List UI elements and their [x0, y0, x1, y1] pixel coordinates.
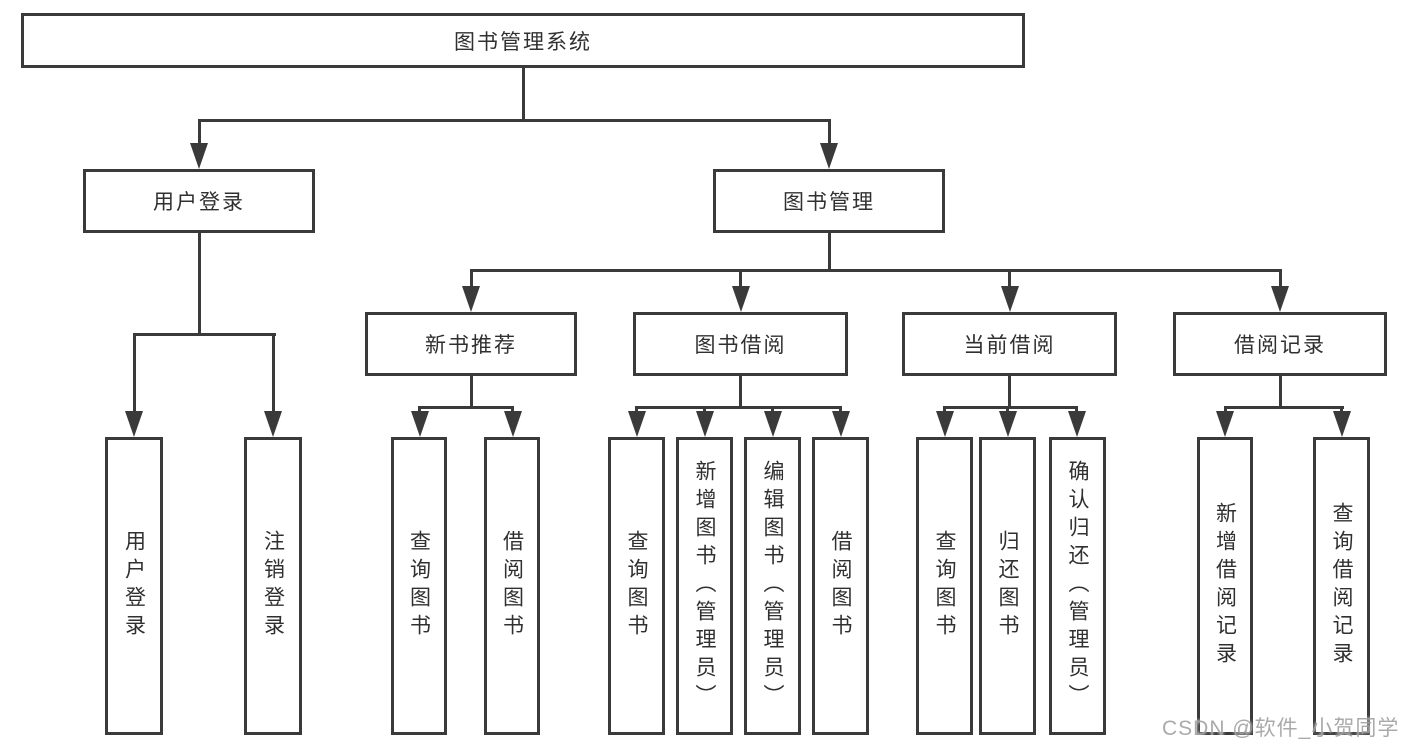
node-book-borrowing: 图书借阅: [633, 312, 848, 376]
leaf-add-book-admin: 新增图书（管理员）: [676, 437, 733, 735]
leaf-edit-book-admin: 编辑图书（管理员）: [744, 437, 801, 735]
connector-line: [1006, 406, 1009, 414]
leaf-logout: 注销登录: [244, 437, 302, 735]
arrowhead: [695, 411, 714, 437]
connector-line: [771, 406, 774, 414]
arrowhead: [1067, 411, 1086, 437]
leaf-label: 查询图书: [933, 530, 956, 642]
connector-line: [827, 233, 831, 272]
connector-line: [197, 233, 201, 336]
leaf-query-books-current: 查询图书: [916, 437, 973, 735]
arrowhead: [1216, 411, 1234, 437]
leaf-label: 编辑图书（管理员）: [761, 460, 784, 712]
arrowhead: [1271, 286, 1289, 312]
connector-line: [827, 119, 831, 145]
leaf-label: 查询图书: [407, 530, 431, 642]
connector-line: [1223, 406, 1227, 414]
connector-line: [197, 119, 831, 122]
leaf-user-login: 用户登录: [105, 437, 163, 735]
arrowhead: [935, 411, 954, 437]
connector-line: [635, 406, 842, 409]
leaf-label: 借阅图书: [500, 530, 524, 642]
arrowhead: [462, 286, 480, 312]
leaf-label: 新增图书（管理员）: [693, 460, 716, 712]
arrowhead: [820, 143, 838, 169]
node-new-book-recommendation: 新书推荐: [365, 312, 577, 376]
node-book-management: 图书管理: [713, 169, 945, 233]
leaf-label: 归还图书: [996, 530, 1019, 642]
arrowhead: [503, 411, 522, 437]
arrowhead: [831, 411, 850, 437]
leaf-query-books-borrowing: 查询图书: [608, 437, 665, 735]
connector-line: [1008, 269, 1011, 288]
node-library-management-system: 图书管理系统: [21, 13, 1025, 68]
connector-line: [418, 406, 514, 409]
leaf-query-books-recommend: 查询图书: [391, 437, 447, 735]
leaf-return-book: 归还图书: [979, 437, 1036, 735]
arrowhead: [763, 411, 782, 437]
arrowhead: [731, 286, 750, 312]
arrowhead: [627, 411, 646, 437]
connector-line: [635, 406, 638, 414]
arrowhead: [190, 143, 208, 169]
connector-line: [418, 406, 421, 414]
arrowhead: [1332, 411, 1351, 437]
connector-line: [943, 406, 946, 414]
leaf-confirm-return-admin: 确认归还（管理员）: [1049, 437, 1106, 735]
connector-line: [1278, 269, 1282, 288]
leaf-label: 借阅图书: [829, 530, 852, 642]
connector-line: [197, 119, 201, 145]
connector-line: [469, 269, 1282, 272]
connector-line: [1223, 406, 1344, 409]
connector-line: [1008, 376, 1011, 409]
node-borrowing-records: 借阅记录: [1173, 312, 1387, 376]
leaf-borrow-books-borrowing: 借阅图书: [812, 437, 869, 735]
connector-line: [132, 333, 136, 413]
node-user-login: 用户登录: [83, 169, 315, 233]
arrowhead: [998, 411, 1017, 437]
leaf-label: 查询借阅记录: [1330, 502, 1353, 670]
leaf-add-borrow-record: 新增借阅记录: [1197, 437, 1253, 735]
arrowhead: [1000, 286, 1019, 312]
connector-line: [511, 406, 514, 414]
connector-line: [469, 269, 473, 288]
leaf-query-borrow-record: 查询借阅记录: [1313, 437, 1370, 735]
connector-line: [521, 68, 525, 121]
leaf-label: 新增借阅记录: [1213, 502, 1237, 670]
leaf-label: 查询图书: [625, 530, 648, 642]
connector-line: [739, 376, 742, 409]
leaf-borrow-books-recommend: 借阅图书: [484, 437, 540, 735]
connector-line: [739, 269, 742, 288]
connector-line: [1075, 406, 1078, 414]
connector-line: [1340, 406, 1343, 414]
arrowhead: [410, 411, 429, 437]
connector-line: [132, 333, 276, 336]
node-current-borrowing: 当前借阅: [902, 312, 1117, 376]
arrowhead: [264, 411, 282, 437]
connector-line: [1278, 376, 1282, 409]
connector-line: [839, 406, 842, 414]
arrowhead: [125, 411, 143, 437]
leaf-label: 注销登录: [261, 530, 285, 642]
connector-line: [469, 376, 473, 409]
connector-line: [943, 406, 1078, 409]
leaf-label: 确认归还（管理员）: [1066, 460, 1089, 712]
watermark: CSDN @软件_小贺同学: [1162, 717, 1400, 740]
leaf-label: 用户登录: [122, 530, 146, 642]
connector-line: [703, 406, 706, 414]
connector-line: [271, 333, 275, 413]
